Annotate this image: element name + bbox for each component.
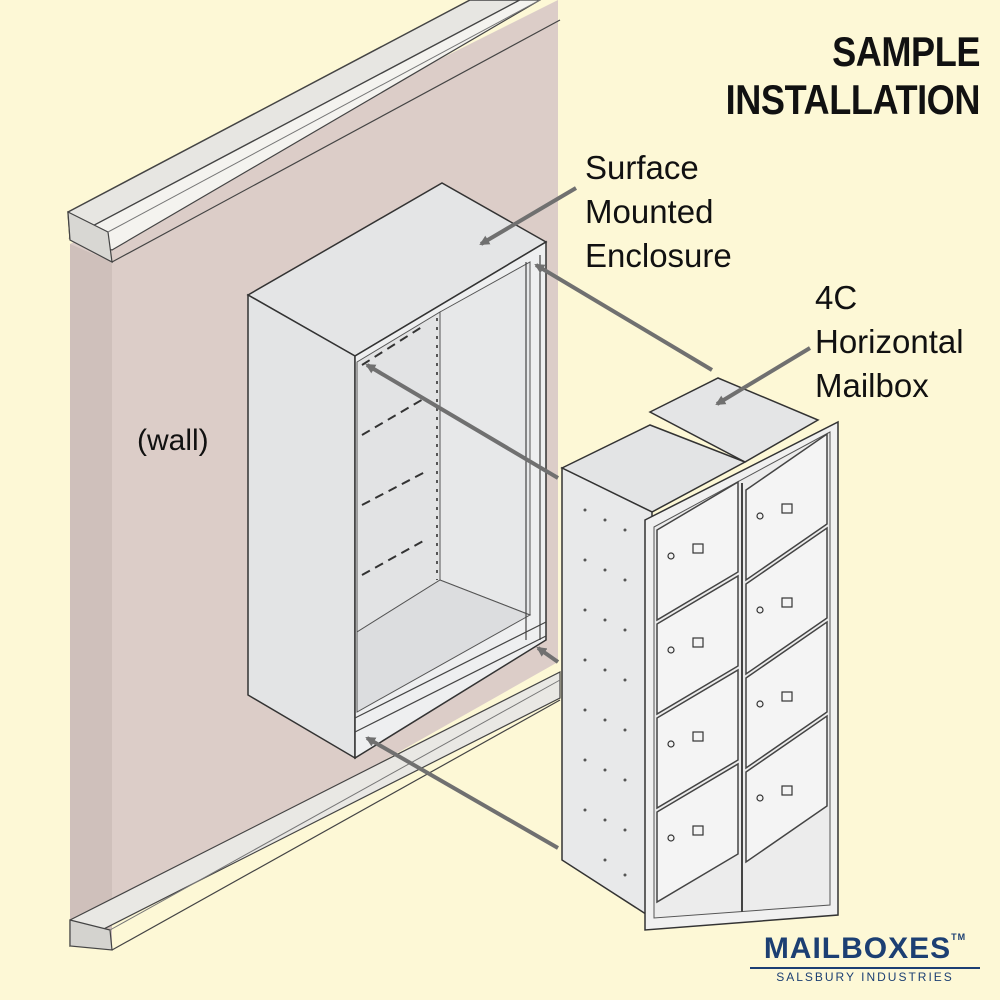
mailbox-door [656,574,739,716]
door-id-tag [692,825,704,836]
baseboard [69,671,561,951]
diagram-title: SAMPLE INSTALLATION [725,28,981,123]
door-id-tag [692,637,704,648]
brand-subtitle: SALSBURY INDUSTRIES [750,967,980,984]
enclosure-label: Surface Mounted Enclosure [585,146,732,278]
door-id-tag [781,785,793,796]
mailbox-label-line-1: 4C [815,279,858,316]
lock-icon [667,834,675,842]
enclosure-label-line-3: Enclosure [585,237,732,274]
lock-icon [756,700,764,708]
top-rail [67,0,561,264]
wall-label: (wall) [137,424,209,457]
mailbox-door [745,714,828,864]
brand-name: MAILBOXESTM [750,932,980,966]
pointer-arrows [365,186,812,850]
mailbox-door [745,620,828,770]
mailbox-door [656,762,739,904]
lock-icon [756,512,764,520]
enclosure-label-line-2: Mounted [585,193,714,230]
enclosure-label-line-1: Surface [585,149,699,186]
mailbox-door [745,432,828,582]
door-id-tag [692,731,704,742]
trademark-mark: TM [951,932,967,942]
door-id-tag [781,691,793,702]
lock-icon [667,646,675,654]
lock-icon [667,740,675,748]
door-id-tag [781,503,793,514]
brand-name-text: MAILBOXES [763,932,952,965]
mailbox-doors [656,432,828,904]
lock-icon [756,794,764,802]
mailbox-label: 4C Horizontal Mailbox [815,276,964,408]
mailbox-label-line-2: Horizontal [815,323,964,360]
lock-icon [756,606,764,614]
lock-icon [667,552,675,560]
mailbox-door [745,526,828,676]
surface-mounted-enclosure [246,182,548,760]
mailbox-label-line-3: Mailbox [815,367,929,404]
4c-horizontal-mailbox [560,377,839,931]
door-id-tag [781,597,793,608]
brand-logo: MAILBOXESTM SALSBURY INDUSTRIES [750,932,980,984]
door-id-tag [692,543,704,554]
mailbox-door [656,480,739,622]
mailbox-door [656,668,739,810]
